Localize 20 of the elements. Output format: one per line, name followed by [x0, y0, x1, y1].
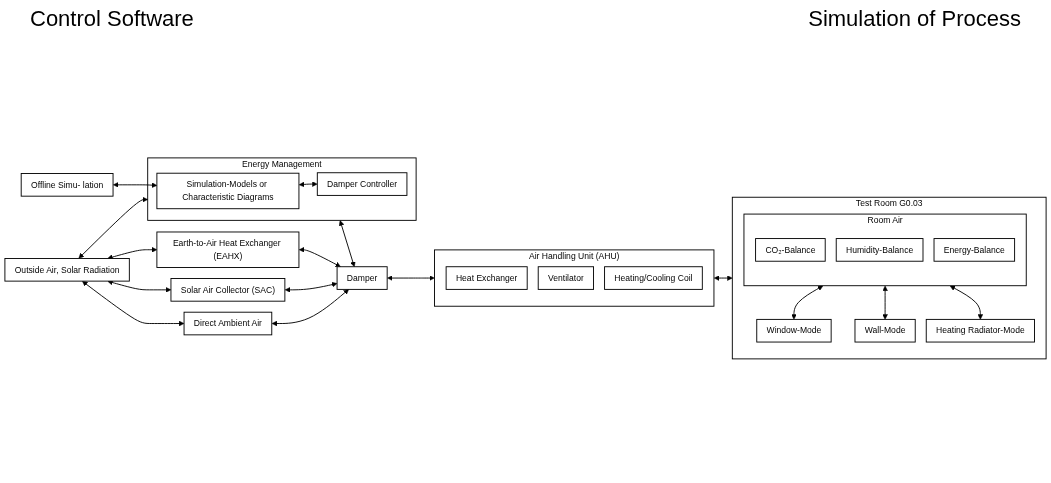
arrow	[713, 275, 733, 281]
section-heading: Control Software	[30, 6, 194, 32]
node-box: Damper	[336, 266, 388, 290]
node-box: Heat Exchanger	[445, 266, 528, 290]
node-box: Ventilator	[537, 266, 594, 290]
node-box: CO₂-Balance	[755, 238, 826, 262]
section-heading: Simulation of Process	[808, 6, 1021, 32]
node-box: Offline Simu- lation	[20, 173, 114, 197]
node-box: Direct Ambient Air	[183, 311, 273, 336]
node-box: Heating Radiator-Mode	[925, 319, 1035, 343]
node-box: Window-Mode	[756, 319, 832, 343]
node-box: Heating/Cooling Coil	[604, 266, 703, 290]
node-box: Earth-to-Air Heat Exchanger (EAHX)	[156, 231, 300, 269]
node-box: Humidity-Balance	[835, 238, 924, 262]
node-box: Damper Controller	[316, 172, 408, 196]
node-box: Energy-Balance	[933, 238, 1016, 262]
node-box: Outside Air, Solar Radiation	[4, 258, 130, 282]
node-box: Simulation-Models or Characteristic Diagrams	[156, 172, 300, 210]
node-box: Solar Air Collector (SAC)	[170, 278, 286, 302]
node-box: Wall-Mode	[854, 319, 916, 343]
